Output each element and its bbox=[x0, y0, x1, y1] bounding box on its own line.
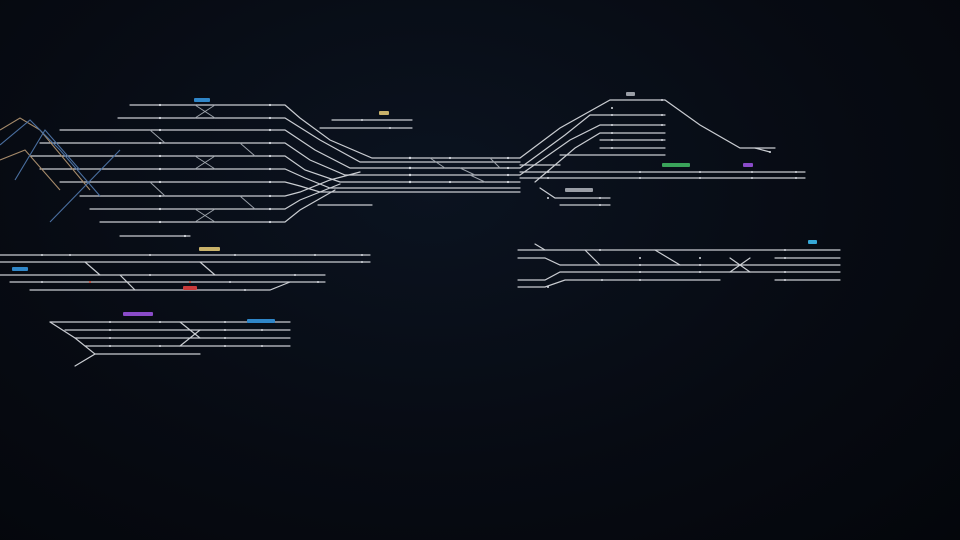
station-marker-icon[interactable] bbox=[183, 286, 197, 290]
yard-upper-right bbox=[519, 99, 806, 206]
line-middle-left bbox=[0, 254, 371, 291]
station-marker-icon[interactable] bbox=[12, 267, 28, 271]
station-marker-icon[interactable] bbox=[123, 312, 153, 316]
station-marker-icon[interactable] bbox=[626, 92, 635, 96]
station-marker-icon[interactable] bbox=[247, 319, 275, 323]
station-markers[interactable] bbox=[12, 92, 817, 323]
station-marker-icon[interactable] bbox=[379, 111, 389, 115]
station-marker-icon[interactable] bbox=[808, 240, 817, 244]
yard-upper-left bbox=[0, 103, 521, 238]
station-marker-icon[interactable] bbox=[565, 188, 593, 192]
station-marker-icon[interactable] bbox=[199, 247, 220, 251]
yard-middle-right bbox=[517, 243, 841, 288]
station-marker-icon[interactable] bbox=[743, 163, 753, 167]
yard-lower-left bbox=[49, 321, 291, 367]
station-marker-icon[interactable] bbox=[194, 98, 210, 102]
station-marker-icon[interactable] bbox=[662, 163, 690, 167]
